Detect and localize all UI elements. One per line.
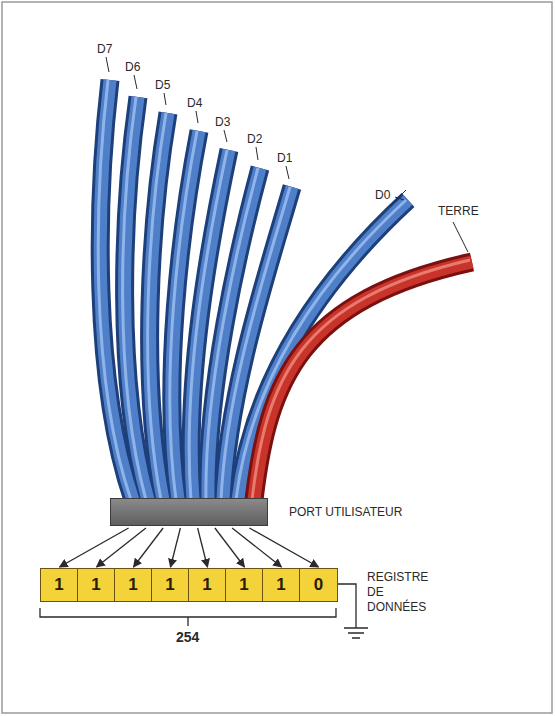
register-value: 254 <box>176 630 199 644</box>
register-bit-cell: 1 <box>41 569 78 601</box>
port-label: PORT UTILISATEUR <box>289 505 402 520</box>
register-bit-cell: 1 <box>226 569 263 601</box>
red-wire <box>252 260 472 500</box>
cut-mark <box>390 190 406 206</box>
bit-value: 1 <box>276 575 285 595</box>
signal-name: D3 <box>215 115 230 129</box>
register-label: REGISTRE DE DONNÉES <box>367 570 445 615</box>
bit-value: 0 <box>314 575 323 595</box>
bit-arrow <box>249 528 318 567</box>
signal-name: D0 <box>375 188 390 202</box>
ground-symbol <box>333 584 368 638</box>
register-bit-cell: 1 <box>189 569 226 601</box>
blue-wires <box>98 80 408 500</box>
signal-name: D2 <box>247 132 262 146</box>
bit-value: 1 <box>54 575 63 595</box>
bit-value: 1 <box>202 575 211 595</box>
bit-arrow <box>60 528 129 567</box>
signal-name: D6 <box>125 60 140 74</box>
signal-name: D5 <box>155 78 170 92</box>
register-bit-cell: 0 <box>300 569 337 601</box>
signal-name: D1 <box>277 151 292 165</box>
bit-arrow <box>134 528 164 567</box>
bit-value: 1 <box>165 575 174 595</box>
register-bit-cell: 1 <box>115 569 152 601</box>
bit-arrow <box>232 528 281 567</box>
bit-value: 1 <box>91 575 100 595</box>
register-bit-cell: 1 <box>263 569 300 601</box>
bit-arrow <box>198 528 208 567</box>
signal-name: D4 <box>187 96 202 110</box>
bit-arrow <box>171 528 181 567</box>
signal-name: D7 <box>97 42 112 56</box>
leader-lines <box>106 57 468 252</box>
data-register: REGISTRE DE DONNÉES11111110 <box>40 568 338 602</box>
bit-value: 1 <box>128 575 137 595</box>
bracket <box>40 608 336 626</box>
bit-value: 1 <box>239 575 248 595</box>
register-bit-cell: 1 <box>152 569 189 601</box>
ground-label: TERRE <box>438 204 479 218</box>
register-bit-cell: 1 <box>78 569 115 601</box>
user-port-connector: PORT UTILISATEUR <box>110 498 268 526</box>
